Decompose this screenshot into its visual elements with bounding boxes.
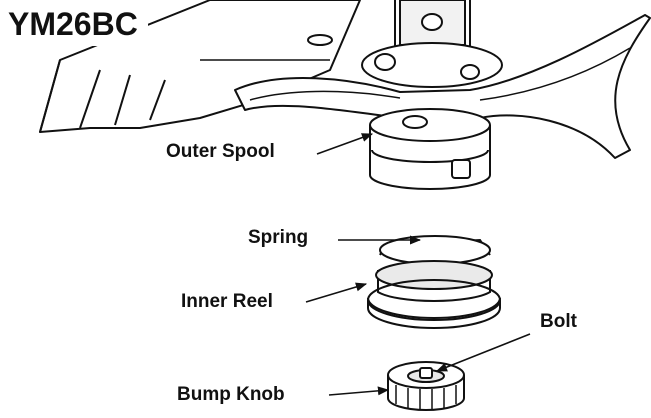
outer-spool-label: Outer Spool: [166, 141, 275, 162]
inner-reel-label: Inner Reel: [181, 291, 273, 312]
outer-spool-drawing: [369, 108, 491, 190]
guard-shield-drawing: [39, 0, 361, 133]
inner-reel-leader: [305, 282, 368, 303]
bolt-leader: [435, 333, 531, 372]
inner-reel-drawing: [367, 235, 501, 329]
bump-knob-label: Bump Knob: [177, 384, 285, 405]
bolt-label: Bolt: [540, 311, 577, 332]
outer-spool-leader: [316, 133, 374, 155]
bump-knob-drawing: [387, 361, 465, 411]
gear-head-drawing: [361, 0, 503, 88]
spring-label: Spring: [248, 227, 309, 248]
leader-lines: [305, 133, 531, 396]
model-label: YM26BC: [0, 0, 148, 46]
bump-knob-leader: [328, 386, 390, 396]
